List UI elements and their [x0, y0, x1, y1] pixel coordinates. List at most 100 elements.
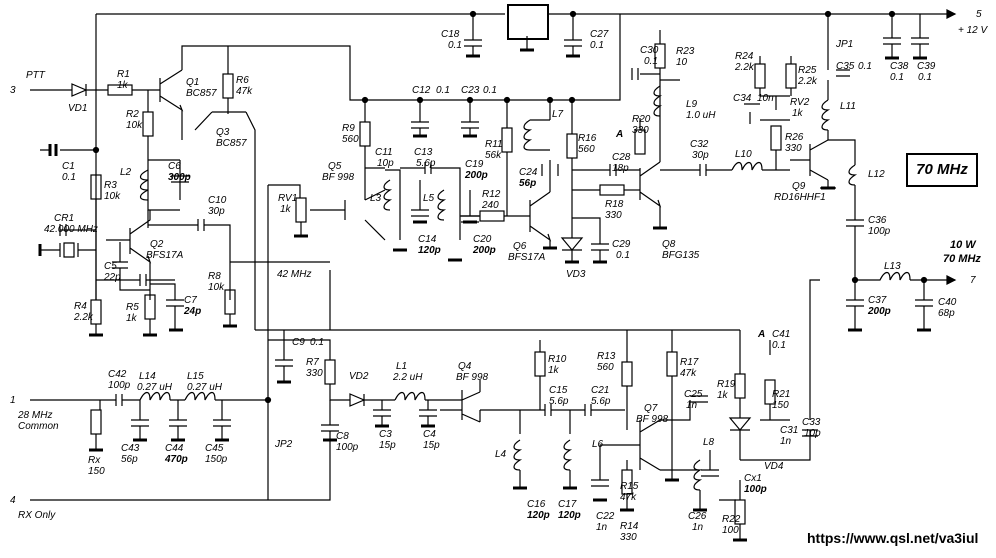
r14-ref: R14: [620, 521, 639, 532]
r9-value: 560: [342, 134, 359, 145]
r8-ref: R8: [208, 271, 221, 282]
q1-value: BC857: [186, 88, 217, 99]
c40-value: 68p: [938, 308, 955, 319]
q7-value: BF 998: [636, 414, 669, 425]
l1-value: 2.2 uH: [393, 372, 423, 383]
r24-value: 2.2k: [735, 62, 754, 73]
l9-value: 1.0 uH: [686, 110, 716, 121]
r12-value: 240: [482, 200, 499, 211]
c41-value: 0.1: [772, 340, 786, 351]
jp2-ref: JP2: [275, 439, 293, 450]
c1-value: 0.1: [62, 172, 76, 183]
q3-ref: Q3: [216, 127, 230, 138]
c40-ref: C40: [938, 297, 957, 308]
c13-ref: C13: [414, 147, 433, 158]
c38-value: 0.1: [890, 72, 904, 83]
r21-value: 150: [772, 400, 789, 411]
q6-ref: Q6: [513, 241, 527, 252]
r25-value: 2.2k: [798, 76, 817, 87]
pin-5: 5: [976, 9, 982, 20]
c8-value: 100p: [336, 442, 359, 453]
rx-value: 150: [88, 466, 105, 477]
l9-ref: L9: [686, 99, 698, 110]
c44-value: 470p: [165, 454, 188, 465]
freq-label: 42 MHz: [277, 269, 312, 280]
l1-ref: L1: [396, 361, 408, 372]
c37-ref: C37: [868, 295, 887, 306]
q4-value: BF 998: [456, 372, 489, 383]
c10-value: 30p: [208, 206, 225, 217]
q9-ref: Q9: [792, 181, 806, 192]
c30-value: 0.1: [644, 56, 658, 67]
r3-ref: R3: [104, 180, 117, 191]
c33-ref: C33: [802, 417, 821, 428]
c5-value: 22p: [104, 272, 121, 283]
l13-ref: L13: [884, 261, 901, 272]
r19-value: 1k: [717, 390, 728, 401]
q8-ref: Q8: [662, 239, 676, 250]
rx-ref: Rx: [88, 455, 101, 466]
c28-value: 18p: [612, 163, 629, 174]
r3-value: 10k: [104, 191, 121, 202]
cx1-value: 100p: [744, 484, 767, 495]
c20-ref: C20: [473, 234, 492, 245]
r17-ref: R17: [680, 357, 699, 368]
c3-ref: C3: [379, 429, 392, 440]
c32-value: 30p: [692, 150, 709, 161]
common-label-2: Common: [18, 421, 59, 432]
c9-ref: C9: [292, 337, 305, 348]
rxonly-label: RX Only: [18, 510, 56, 521]
vd1-ref: VD1: [68, 103, 88, 114]
c39-ref: C39: [917, 61, 936, 72]
c38-ref: C38: [890, 61, 909, 72]
c26-ref: C26: [688, 511, 707, 522]
c29-value: 0.1: [616, 250, 630, 261]
c43-value: 56p: [121, 454, 138, 465]
c34-ref: C34: [733, 93, 752, 104]
c36-value: 100p: [868, 226, 891, 237]
c18-ref: C18: [441, 29, 460, 40]
c13-value: 5.6p: [416, 158, 436, 169]
c11-value: 10p: [377, 158, 394, 169]
c21-value: 5.6p: [591, 396, 611, 407]
c15-value: 5.6p: [549, 396, 569, 407]
r14-value: 330: [620, 532, 637, 543]
c9-value: 0.1: [310, 337, 324, 348]
l2-ref: L2: [120, 167, 132, 178]
r25-ref: R25: [798, 65, 817, 76]
r24-ref: R24: [735, 51, 754, 62]
q9-value: RD16HHF1: [774, 192, 826, 203]
r9-ref: R9: [342, 123, 355, 134]
vd4-ref: VD4: [764, 461, 784, 472]
q5-ref: Q5: [328, 161, 342, 172]
c6-ref: C6: [168, 161, 181, 172]
r20-value: 330: [632, 125, 649, 136]
c24-ref: C24: [519, 167, 538, 178]
l15-value: 0.27 uH: [187, 382, 223, 393]
r18-ref: R18: [605, 199, 624, 210]
r19-ref: R19: [717, 379, 736, 390]
c43-ref: C43: [121, 443, 140, 454]
jp1-ref: JP1: [836, 39, 854, 50]
rail-label: + 12 V: [958, 25, 988, 36]
l3-ref: L3: [370, 193, 382, 204]
c37-value: 200p: [868, 306, 891, 317]
r26-value: 330: [785, 143, 802, 154]
q8-value: BFG135: [662, 250, 700, 261]
ic1-regulator: [507, 4, 549, 40]
c29-ref: C29: [612, 239, 631, 250]
r11-value: 56k: [485, 150, 502, 161]
r18-value: 330: [605, 210, 622, 221]
q2-ref: Q2: [150, 239, 164, 250]
vd2-ref: VD2: [349, 371, 369, 382]
c28-ref: C28: [612, 152, 631, 163]
c41-ref: C41: [772, 329, 791, 340]
rv2-value: 1k: [792, 108, 803, 119]
c23-ref: C23: [461, 85, 480, 96]
l11-ref: L11: [840, 101, 856, 112]
l7-ref: L7: [552, 109, 564, 120]
c4-value: 15p: [423, 440, 440, 451]
r15-ref: R15: [620, 481, 639, 492]
q3-value: BC857: [216, 138, 247, 149]
